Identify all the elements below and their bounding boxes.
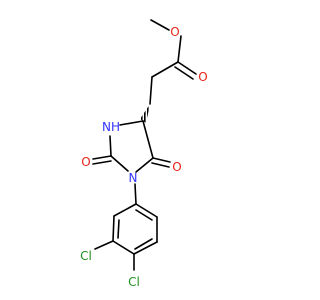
bond-ester-carbonyl-a (177, 61, 197, 75)
bond-o-ester-c (177, 35, 182, 63)
molecule-diagram: O O NH O N O Cl Cl (80, 19, 208, 289)
bond-lines (92, 19, 197, 271)
bond-ester-carbonyl-b (174, 66, 194, 80)
atom-o-left-carbonyl: O (81, 155, 90, 169)
bond-ar-inner-b (134, 238, 153, 250)
bond-ar-3-4 (112, 240, 135, 255)
bond-c2-o-b (92, 160, 112, 165)
bond-c5-o-b (151, 162, 170, 168)
bond-ch2-ch2 (149, 76, 153, 105)
bond-c2-n1 (110, 155, 129, 172)
bond-ar-cl-upper (94, 240, 114, 250)
atom-n-amide: NH (102, 120, 120, 134)
bond-ar-inner-a (117, 219, 120, 239)
bond-c5-o-a (152, 157, 171, 163)
bond-ar-6-1 (135, 203, 158, 218)
atom-n-ring: N (129, 171, 138, 185)
bond-methyl-o (150, 19, 170, 31)
atom-cl-upper: Cl (80, 249, 92, 263)
bond-cstar-nh (119, 120, 144, 126)
bond-nh-c2 (109, 135, 112, 157)
stereo-hash-wedge (140, 104, 150, 123)
bond-ar-inner-c (135, 209, 153, 221)
bond-ester-c-ch2 (151, 61, 179, 78)
atom-labels: O O NH O N O Cl Cl (80, 25, 208, 289)
bond-ar-2-3 (112, 215, 115, 242)
bond-n1-c5 (135, 157, 154, 173)
atom-o-right-carbonyl: O (172, 160, 181, 174)
bond-ar-4-5 (133, 241, 158, 255)
bond-ar-1-2 (113, 203, 137, 217)
structure-drawing: O O NH O N O Cl Cl (80, 19, 208, 289)
atom-o-methoxy: O (170, 25, 179, 39)
atom-cl-lower: Cl (128, 275, 140, 289)
bond-c5-cstar (142, 120, 154, 159)
atom-o-ester-carbonyl: O (198, 70, 207, 84)
bond-c2-o-a (92, 155, 112, 160)
bond-n1-aryl (134, 183, 137, 205)
